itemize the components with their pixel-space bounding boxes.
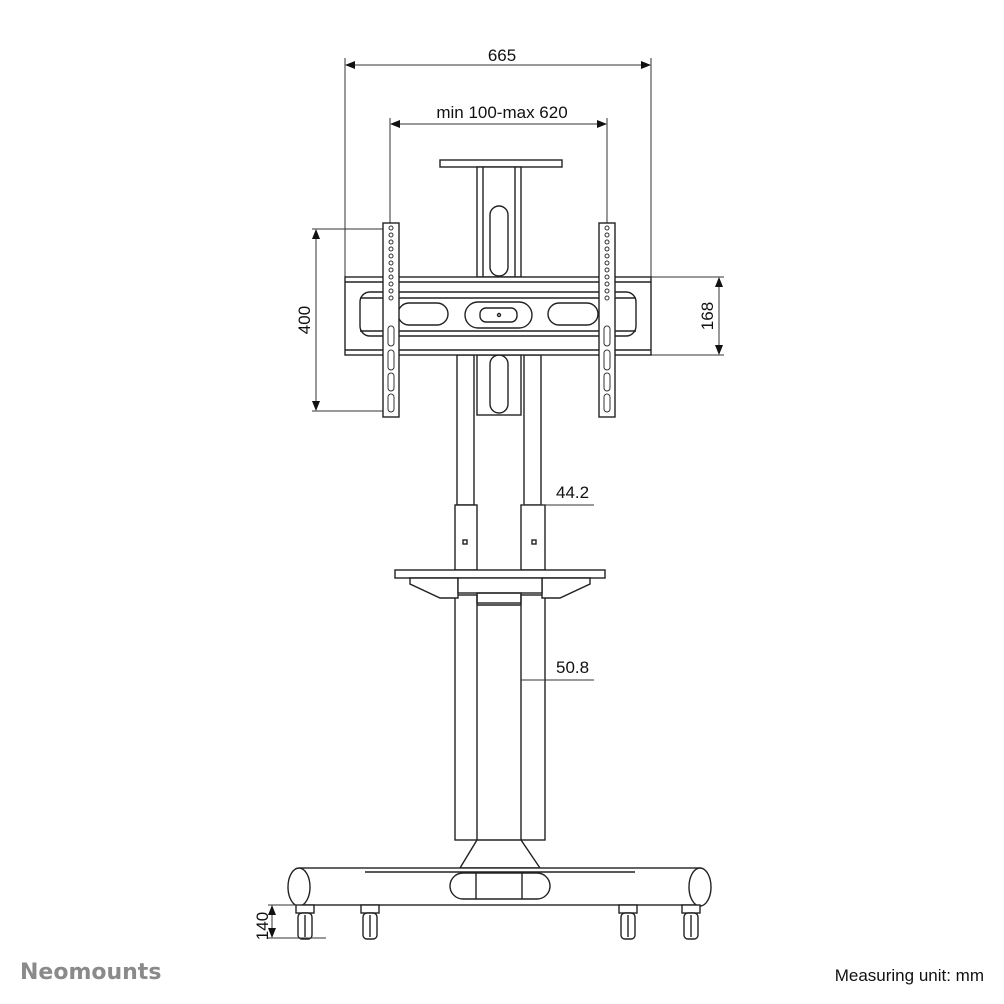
svg-text:min 100-max 620: min 100-max 620 bbox=[436, 103, 567, 122]
column-tubes bbox=[454, 354, 546, 869]
dimension-upper-tube: 44.2 bbox=[522, 483, 594, 506]
right-vesa-bracket bbox=[598, 222, 616, 418]
dimension-vesa-height: 400 bbox=[295, 228, 388, 412]
measuring-unit-note: Measuring unit: mm bbox=[834, 966, 984, 985]
svg-text:50.8: 50.8 bbox=[556, 658, 589, 677]
svg-text:400: 400 bbox=[295, 306, 314, 334]
neomounts-logo: Neomounts bbox=[20, 960, 162, 985]
top-shelf-plate bbox=[439, 159, 563, 278]
svg-text:44.2: 44.2 bbox=[556, 483, 589, 502]
dimension-vesa-width: min 100-max 620 bbox=[389, 103, 608, 225]
dimension-base-height: 140 bbox=[253, 904, 326, 940]
left-vesa-bracket bbox=[382, 222, 400, 418]
dimension-overall-width: 665 bbox=[344, 46, 652, 277]
svg-text:168: 168 bbox=[698, 302, 717, 330]
dimension-crossbar-height: 168 bbox=[651, 276, 724, 356]
dimension-lower-tube: 50.8 bbox=[521, 658, 594, 681]
middle-shelf bbox=[394, 569, 606, 604]
svg-text:140: 140 bbox=[253, 912, 272, 940]
casters bbox=[295, 904, 701, 940]
svg-text:665: 665 bbox=[488, 46, 516, 65]
base-frame bbox=[287, 867, 712, 907]
